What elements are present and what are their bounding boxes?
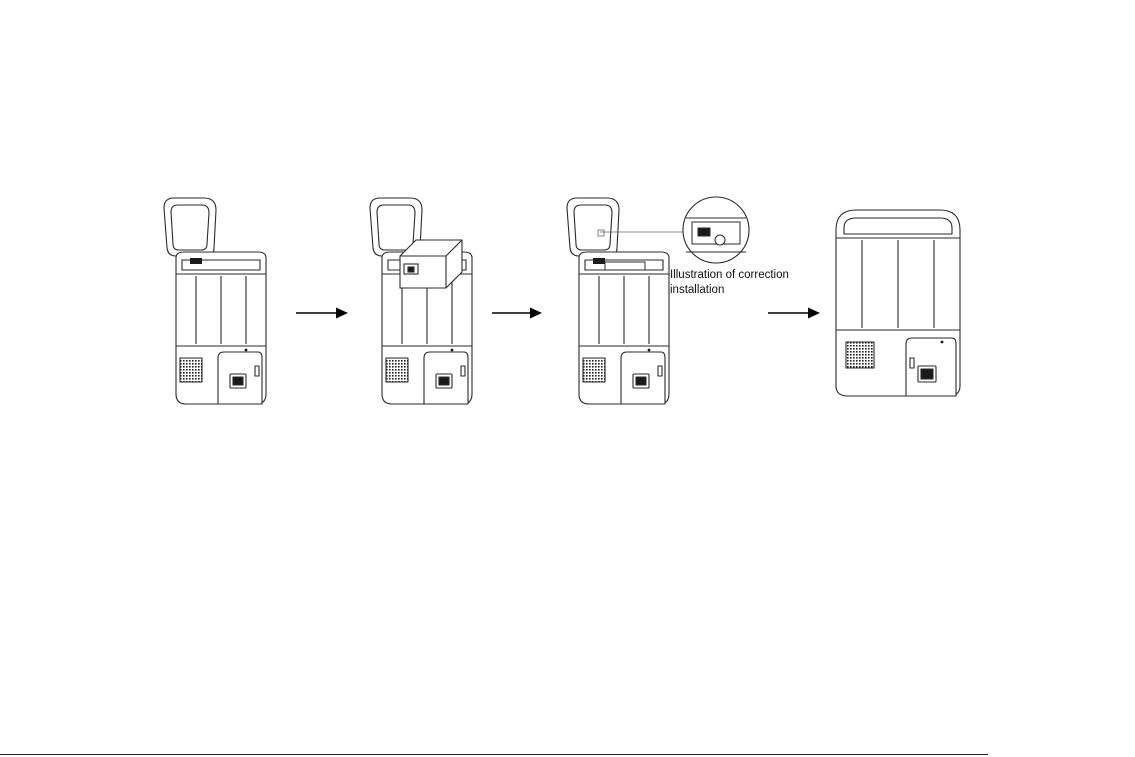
station-step-2 [370,198,472,404]
arrow-right-icon [296,308,348,319]
callout-caption-line-1: Illustration of correction [670,268,850,283]
footer-divider [0,754,988,755]
station-step-4 [836,210,960,396]
callout-caption: Illustration of correction installation [670,268,850,298]
station-step-1 [164,198,266,404]
arrow-right-icon [768,308,820,319]
arrow-right-icon [492,308,542,319]
callout-caption-line-2: installation [670,283,850,298]
station-step-3 [567,198,669,404]
callout-zoom-circle [683,197,749,263]
dust-bag-box [400,240,462,288]
